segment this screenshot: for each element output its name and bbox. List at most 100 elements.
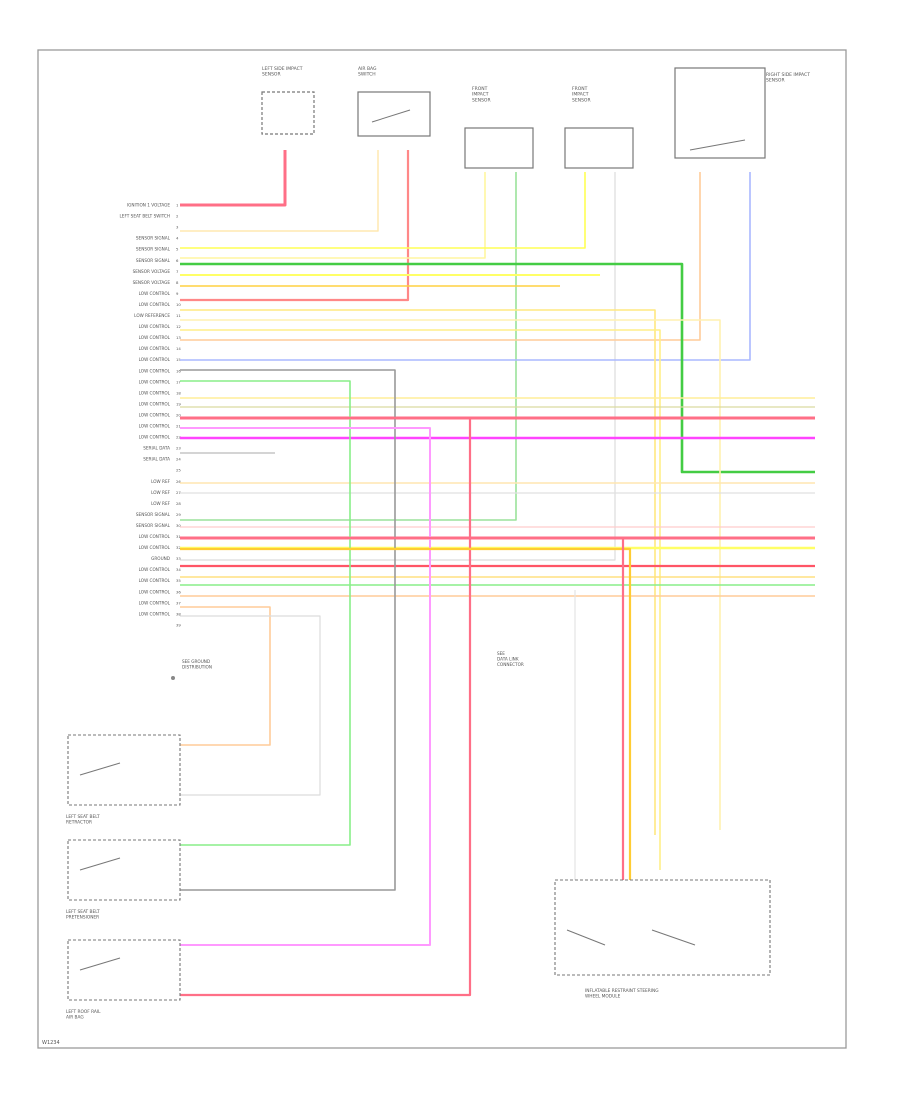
module-left-box bbox=[261, 91, 315, 135]
pin-number: 15 bbox=[176, 357, 181, 362]
sensor-b-box bbox=[564, 127, 634, 169]
pin-label: LOW CONTROL bbox=[139, 534, 171, 539]
pin-number: 35 bbox=[176, 578, 181, 583]
pin-number: 36 bbox=[176, 589, 181, 594]
wire-ignition bbox=[180, 150, 287, 207]
pin-number: 31 bbox=[176, 534, 181, 539]
pin-label: SENSOR SIGNAL bbox=[136, 236, 171, 241]
pin-label: LOW CONTROL bbox=[139, 412, 171, 417]
pin-label: LOW CONTROL bbox=[139, 435, 171, 440]
wire bbox=[180, 309, 656, 835]
pin-label: LOW CONTROL bbox=[139, 424, 171, 429]
pin-number: 9 bbox=[176, 291, 179, 296]
pin-number: 29 bbox=[176, 512, 181, 517]
wire bbox=[180, 547, 632, 880]
pin-label: LOW CONTROL bbox=[139, 600, 171, 605]
pin-label: LOW CONTROL bbox=[139, 379, 171, 384]
pin-label: LOW REF bbox=[151, 479, 171, 484]
bl2-box bbox=[67, 839, 181, 901]
pin-number: 3 bbox=[176, 225, 179, 230]
wire-harness bbox=[180, 150, 815, 997]
pin-label: SENSOR VOLTAGE bbox=[133, 269, 171, 274]
pin-label: SERIAL DATA bbox=[143, 457, 170, 462]
wire bbox=[180, 380, 351, 846]
pin-number: 18 bbox=[176, 390, 181, 395]
pin-number: 19 bbox=[176, 401, 181, 406]
squib-icon bbox=[566, 929, 606, 946]
pin-label: LOW CONTROL bbox=[139, 335, 171, 340]
pin-label: LOW CONTROL bbox=[139, 346, 171, 351]
pin-label: IGNITION 1 VOLTAGE bbox=[127, 203, 171, 208]
wire bbox=[180, 615, 321, 796]
pin-number: 7 bbox=[176, 269, 179, 274]
wire bbox=[180, 172, 486, 259]
pin-number: 33 bbox=[176, 556, 181, 561]
pin-number: 12 bbox=[176, 324, 181, 329]
wire bbox=[180, 172, 701, 341]
switch-top-box bbox=[357, 91, 431, 137]
squib-icon bbox=[651, 929, 696, 946]
pin-label: LOW CONTROL bbox=[139, 390, 171, 395]
squib-icon bbox=[79, 857, 121, 871]
wire bbox=[180, 416, 472, 997]
pin-number: 34 bbox=[176, 567, 181, 572]
pin-number: 24 bbox=[176, 457, 181, 462]
pin-label: LOW REF bbox=[151, 490, 171, 495]
diagram-border bbox=[37, 49, 847, 1049]
pin-number: 6 bbox=[176, 258, 179, 263]
sensor-a-box bbox=[464, 127, 534, 169]
ground-symbol-icon bbox=[171, 676, 175, 680]
pin-number: 1 bbox=[176, 203, 179, 208]
pin-label: SERIAL DATA bbox=[143, 446, 170, 451]
pin-label: LOW CONTROL bbox=[139, 589, 171, 594]
footer-code: W1234 bbox=[42, 1040, 60, 1046]
wire bbox=[180, 150, 410, 302]
pin-number: 17 bbox=[176, 379, 181, 384]
wire bbox=[180, 172, 517, 521]
pin-number: 14 bbox=[176, 346, 181, 351]
wire bbox=[180, 172, 586, 249]
pin-label: LOW CONTROL bbox=[139, 611, 171, 616]
pin-number: 16 bbox=[176, 368, 181, 373]
pin-label: LOW REF bbox=[151, 501, 171, 506]
pin-label: SENSOR SIGNAL bbox=[136, 523, 171, 528]
pin-label: LOW CONTROL bbox=[139, 368, 171, 373]
pin-number: 27 bbox=[176, 490, 181, 495]
pin-number: 32 bbox=[176, 545, 181, 550]
wire bbox=[180, 606, 271, 746]
squib-icon bbox=[79, 762, 121, 776]
pin-label: LOW CONTROL bbox=[139, 324, 171, 329]
wire bbox=[180, 536, 625, 880]
pin-label: LOW CONTROL bbox=[139, 401, 171, 406]
bl3-box bbox=[67, 939, 181, 1001]
pin-number: 21 bbox=[176, 424, 181, 429]
wire bbox=[180, 329, 661, 870]
pin-label: SENSOR SIGNAL bbox=[136, 247, 171, 252]
bl1-box bbox=[67, 734, 181, 806]
pin-label: SENSOR VOLTAGE bbox=[133, 280, 171, 285]
pin-number: 22 bbox=[176, 435, 181, 440]
pin-number: 8 bbox=[176, 280, 179, 285]
pin-number: 39 bbox=[176, 622, 181, 627]
wire bbox=[180, 262, 815, 474]
pin-number: 20 bbox=[176, 412, 181, 417]
pin-number: 23 bbox=[176, 446, 181, 451]
pin-label: GROUND bbox=[151, 556, 170, 561]
pin-label: LOW CONTROL bbox=[139, 567, 171, 572]
pin-number: 26 bbox=[176, 479, 181, 484]
pin-number: 10 bbox=[176, 302, 181, 307]
